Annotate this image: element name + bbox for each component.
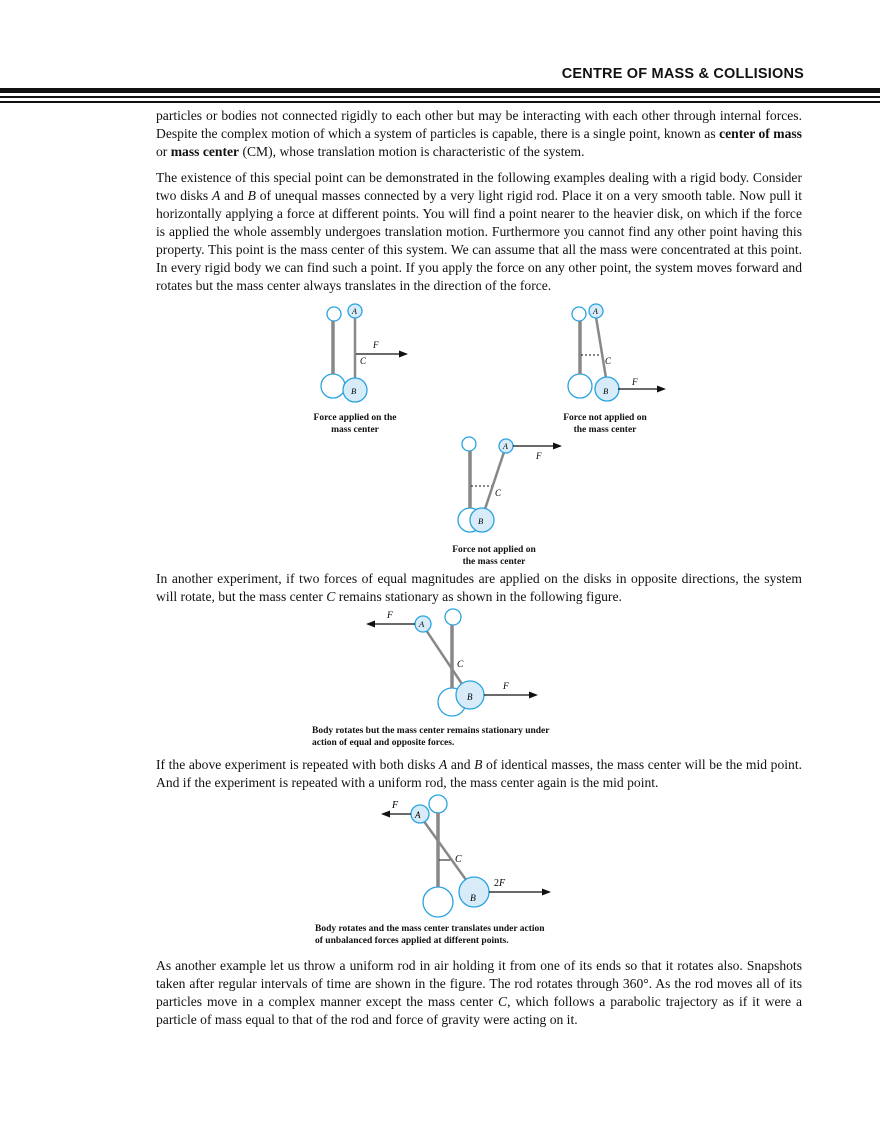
label-b: B	[478, 516, 483, 526]
force-arrowhead-right	[542, 888, 551, 896]
paragraph-identical-masses: If the above experiment is repeated with…	[156, 756, 802, 792]
text: or	[156, 144, 171, 159]
paragraph-thrown-rod: As another example let us throw a unifor…	[156, 957, 802, 1029]
disk-ghost-bottom	[567, 373, 593, 399]
caption-line: the mass center	[573, 424, 637, 435]
text: , which follows a parabolic trajectory a…	[156, 994, 802, 1027]
text: The existence of this special point can …	[156, 170, 802, 203]
figure-equal-opposite-forces: A B C F F	[366, 608, 538, 717]
disk-ghost-top	[571, 306, 587, 322]
caption-fig1: Force applied on the mass center	[295, 413, 415, 436]
figure-force-below-center: A B C F	[567, 303, 666, 402]
var-b: B	[474, 757, 483, 772]
label-a: A	[502, 442, 508, 451]
caption-line: mass center	[331, 424, 379, 435]
label-c: C	[360, 356, 367, 366]
caption-line: Force applied on the	[313, 413, 397, 423]
var-b: B	[247, 188, 256, 203]
rod	[482, 451, 506, 513]
label-f: F	[372, 340, 379, 350]
force-arrowhead	[553, 442, 562, 450]
label-c: C	[495, 488, 502, 498]
var-a: A	[212, 188, 221, 203]
caption-line: Force not applied on	[452, 545, 536, 555]
rod	[421, 819, 471, 885]
paragraph-experiment: The existence of this special point can …	[156, 169, 802, 295]
label-a: A	[592, 307, 598, 316]
var-c: C	[326, 589, 336, 604]
disk-ghost-top	[461, 436, 477, 452]
label-a: A	[418, 619, 425, 629]
text: In another experiment, if two forces of …	[156, 571, 802, 604]
caption-line: Body rotates but the mass center remains…	[312, 726, 550, 736]
label-a: A	[414, 810, 421, 820]
disk-ghost-bottom	[422, 886, 454, 918]
disk-ghost-bottom	[320, 373, 346, 399]
disk-a	[347, 303, 363, 319]
text: As another example let us throw a unifor…	[156, 958, 802, 1009]
label-a: A	[351, 307, 357, 316]
label-b: B	[603, 386, 608, 396]
label-f-left: F	[391, 800, 399, 811]
text: and	[447, 757, 475, 772]
disk-ghost-top	[444, 608, 462, 626]
disk-b	[342, 377, 368, 403]
label-f: F	[631, 377, 638, 387]
label-c: C	[455, 854, 462, 865]
label-2f-coefficient: 2	[494, 878, 499, 889]
caption-fig3: Force not applied on the mass center	[434, 545, 554, 568]
force-arrowhead	[399, 350, 408, 358]
force-arrowhead-left	[366, 620, 375, 628]
label-2f: 2F	[494, 878, 506, 889]
label-b: B	[470, 894, 476, 904]
caption-fig5: Body rotates and the mass center transla…	[315, 924, 615, 947]
figure-force-on-mass-center: A B C F	[320, 303, 408, 403]
text: and	[220, 188, 248, 203]
var-c: C	[498, 994, 508, 1009]
caption-line: action of equal and opposite forces.	[312, 737, 455, 748]
header-rule-thick	[0, 88, 880, 93]
force-arrowhead-right	[529, 691, 538, 699]
disk-ghost-top	[428, 794, 448, 814]
paragraph-opposite-forces: In another experiment, if two forces of …	[156, 570, 802, 606]
text: particles or bodies not connected rigidl…	[156, 108, 802, 141]
paragraph-intro: particles or bodies not connected rigidl…	[156, 107, 802, 161]
rod	[422, 626, 466, 688]
text: of unequal masses connected by a very li…	[156, 188, 802, 293]
label-b: B	[351, 386, 356, 396]
figure-force-above-center: A B C F	[457, 436, 562, 533]
label-f-left: F	[386, 611, 393, 621]
var-a: A	[438, 757, 448, 772]
force-arrowhead-left	[381, 810, 390, 818]
text: (CM), whose translation motion is charac…	[239, 144, 585, 159]
caption-line: Force not applied on	[563, 413, 647, 423]
caption-line: the mass center	[462, 556, 526, 567]
label-c: C	[605, 356, 612, 366]
term-mass-center: mass center	[170, 144, 240, 159]
header-rule-thin	[0, 101, 880, 103]
force-arrowhead	[657, 385, 666, 393]
rod	[594, 316, 608, 379]
disk-b	[469, 507, 495, 533]
caption-fig2: Force not applied on the mass center	[545, 413, 665, 436]
label-f-right: F	[502, 682, 509, 692]
disk-ghost-top	[326, 306, 342, 322]
disk-a	[588, 303, 604, 319]
label-f: F	[535, 451, 542, 461]
label-b: B	[467, 692, 473, 702]
text: If the above experiment is repeated with…	[156, 757, 439, 772]
figure-unbalanced-forces: A B C F 2F	[381, 794, 551, 918]
text: of identical masses, the mass center wil…	[156, 757, 802, 790]
header-rule-mid	[0, 96, 880, 98]
text: remains stationary as shown in the follo…	[335, 589, 622, 604]
caption-line: Body rotates and the mass center transla…	[315, 924, 545, 934]
running-header: CENTRE OF MASS & COLLISIONS	[561, 66, 804, 82]
caption-fig4: Body rotates but the mass center remains…	[312, 726, 612, 749]
label-2f-variable: F	[498, 878, 506, 889]
term-center-of-mass: center of mass	[719, 126, 802, 141]
label-c: C	[457, 660, 464, 670]
caption-line: of unbalanced forces applied at differen…	[315, 935, 509, 946]
